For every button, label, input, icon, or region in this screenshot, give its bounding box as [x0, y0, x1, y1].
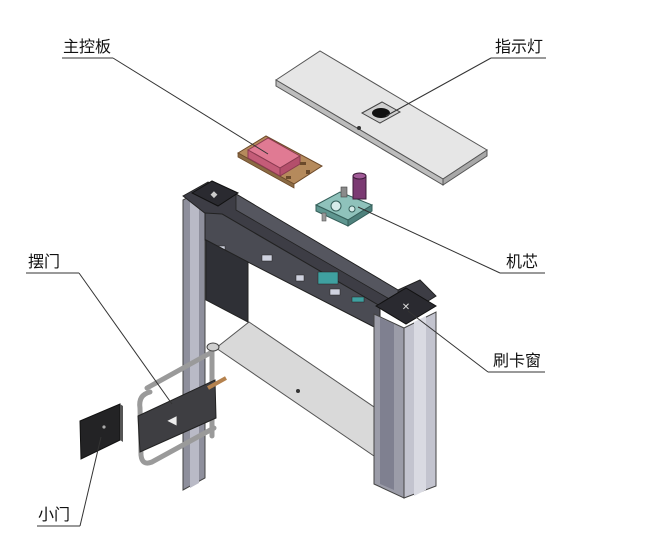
swing-door: ◀ — [137, 342, 227, 466]
label-small-door: 小门 — [38, 505, 71, 524]
svg-text:◆: ◆ — [211, 190, 218, 200]
label-indicator-light: 指示灯 — [495, 37, 544, 56]
card-reader-left — [190, 180, 240, 207]
label-core: 机芯 — [506, 252, 539, 271]
label-swing-door: 摆门 — [28, 252, 61, 271]
core-mechanism — [314, 172, 374, 227]
turnstile-body: ◆ ✕ — [182, 180, 437, 499]
small-door — [79, 403, 123, 460]
swing-door-panel — [137, 379, 217, 453]
label-main-board: 主控板 — [63, 37, 112, 56]
leader-lines — [26, 57, 546, 527]
label-card-window: 刷卡窗 — [493, 351, 542, 370]
indicator-light-lens — [372, 108, 390, 118]
card-window — [375, 287, 437, 325]
indicator-panel — [275, 50, 488, 186]
svg-text:✕: ✕ — [402, 302, 410, 313]
svg-text:◀: ◀ — [167, 413, 177, 427]
